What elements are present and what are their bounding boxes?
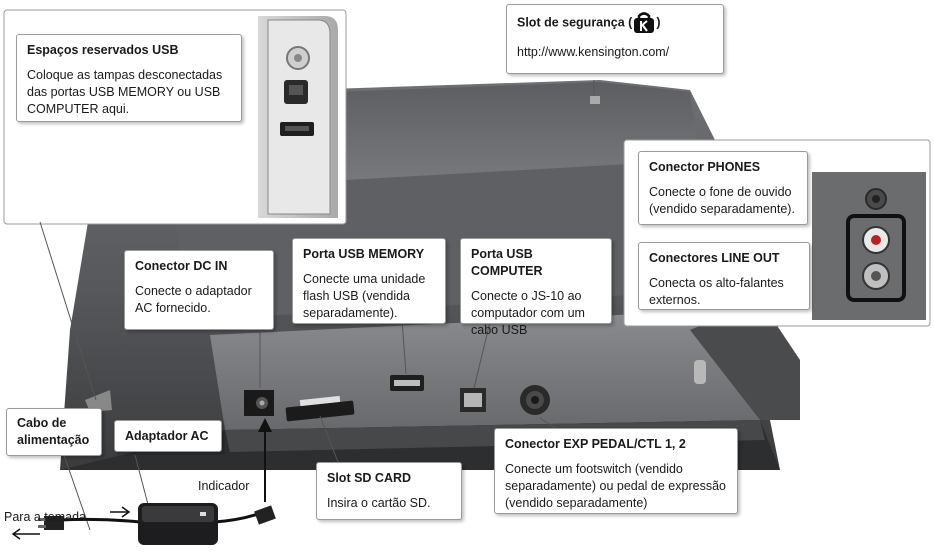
phones-body: Conecte o fone de ouvido (vendido separa…: [649, 184, 795, 216]
usb-holders-callout: Espaços reservados USB Coloque as tampas…: [16, 34, 242, 122]
usb-computer-body: Conecte o JS-10 ao computador com um cab…: [471, 288, 585, 337]
line-out-callout: Conectores LINE OUT Conecta os alto-fala…: [638, 242, 810, 310]
usb-memory-title: Porta USB MEMORY: [303, 247, 425, 261]
power-cable-callout: Cabo de alimentação: [6, 408, 102, 456]
to-outlet-label: Para a tomada: [4, 510, 86, 524]
security-slot: [590, 96, 600, 104]
phones-callout: Conector PHONES Conecte o fone de ouvido…: [638, 151, 808, 225]
phones-title: Conector PHONES: [649, 160, 761, 174]
power-cable-label: Cabo de alimentação: [17, 416, 90, 447]
dc-in-callout: Conector DC IN Conecte o adaptador AC fo…: [124, 250, 274, 330]
ac-adapter-drawing: [38, 503, 276, 545]
dc-in-title: Conector DC IN: [135, 259, 228, 273]
line-out-title: Conectores LINE OUT: [649, 251, 780, 265]
usb-memory-body: Conecte uma unidade flash USB (vendida s…: [303, 271, 426, 320]
indicator-label: Indicador: [198, 479, 250, 493]
rear-panel-jacks: [244, 375, 550, 422]
ac-adapter-label: Adaptador AC: [125, 429, 209, 443]
exp-pedal-callout: Conector EXP PEDAL/CTL 1, 2 Conecte um f…: [494, 428, 738, 514]
direction-arrows: [11, 506, 131, 540]
leader-lines: [39, 80, 595, 531]
usb-memory-callout: Porta USB MEMORY Conecte uma unidade fla…: [292, 238, 446, 324]
security-slot-callout: Slot de segurança () http://www.kensingt…: [506, 4, 724, 74]
usb-computer-title: Porta USB COMPUTER: [471, 247, 543, 278]
kensington-lock-icon: [634, 12, 655, 33]
security-slot-url: http://www.kensington.com/: [517, 45, 670, 59]
sd-card-body: Insira o cartão SD.: [327, 495, 431, 510]
security-slot-title: Slot de segurança (): [517, 12, 713, 34]
sd-card-callout: Slot SD CARD Insira o cartão SD.: [316, 462, 462, 520]
usb-computer-callout: Porta USB COMPUTER Conecte o JS-10 ao co…: [460, 238, 612, 337]
line-out-body: Conecta os alto-falantes externos.: [649, 275, 784, 307]
connection-arrow: [258, 418, 272, 502]
usb-holders-body: Coloque as tampas desconectadas das port…: [27, 67, 223, 116]
usb-holders-title: Espaços reservados USB: [27, 43, 179, 57]
exp-pedal-title: Conector EXP PEDAL/CTL 1, 2: [505, 437, 686, 451]
exp-pedal-body: Conecte um footswitch (vendido separadam…: [505, 461, 726, 510]
dc-in-body: Conecte o adaptador AC fornecido.: [135, 283, 252, 315]
ac-adapter-callout: Adaptador AC: [114, 420, 222, 452]
sd-card-title: Slot SD CARD: [327, 471, 412, 485]
